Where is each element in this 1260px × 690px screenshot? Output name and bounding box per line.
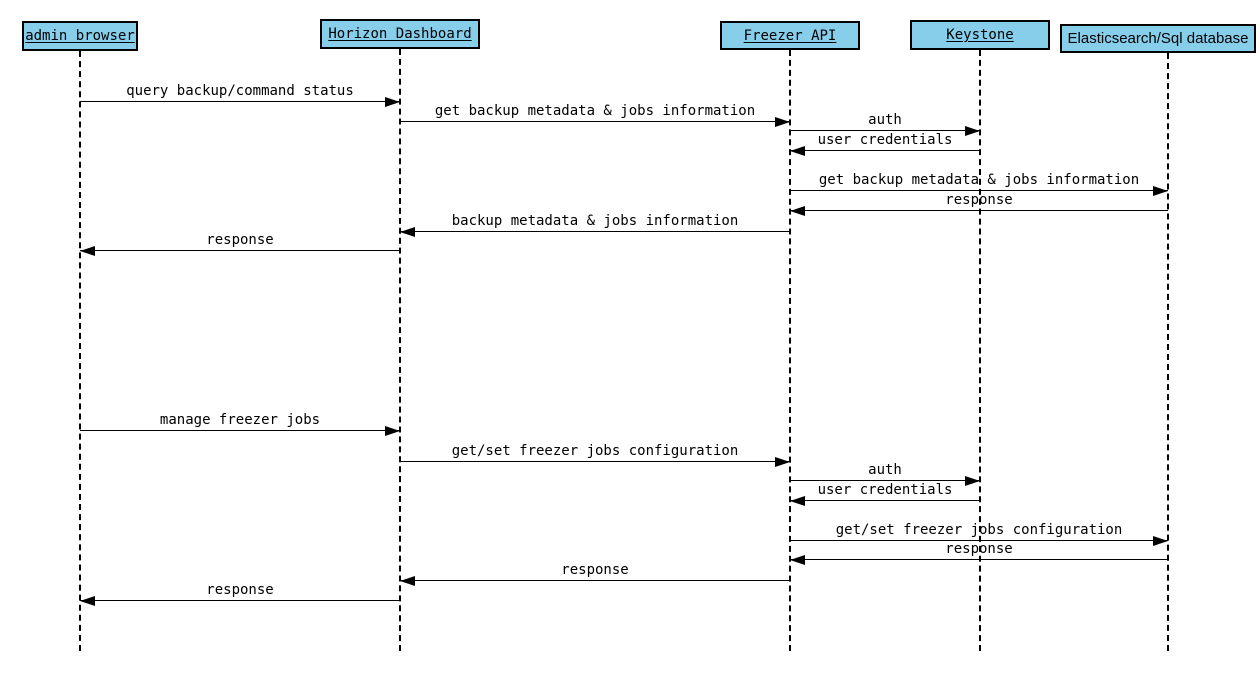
arrowhead-left-icon xyxy=(790,555,805,565)
arrowhead-right-icon xyxy=(965,476,980,486)
actor-box-admin-browser: admin browser xyxy=(22,21,138,51)
message-label-user-credentials: user credentials xyxy=(817,132,953,148)
lifeline-freezer-api xyxy=(789,50,791,651)
message-line-auth xyxy=(790,130,980,131)
message-label-manage-freezer-jobs: manage freezer jobs xyxy=(159,412,321,428)
lifeline-horizon-dashboard xyxy=(399,49,401,651)
message-label-get-set-freezer-jobs-configuration: get/set freezer jobs configuration xyxy=(451,443,739,459)
arrowhead-left-icon xyxy=(80,246,95,256)
message-label-response: response xyxy=(206,232,274,248)
lifeline-admin-browser xyxy=(79,51,81,651)
message-line-query-backup-command-status xyxy=(80,101,400,102)
actor-label: Horizon Dashboard xyxy=(328,26,472,42)
message-label-auth: auth xyxy=(868,462,902,478)
actor-box-horizon-dashboard: Horizon Dashboard xyxy=(320,19,480,49)
arrowhead-left-icon xyxy=(80,596,95,606)
message-line-get-backup-metadata-jobs-information xyxy=(400,121,790,122)
lifeline-elasticsearch-sql-database xyxy=(1167,53,1169,651)
arrowhead-right-icon xyxy=(1153,536,1168,546)
message-line-get-backup-metadata-jobs-information xyxy=(790,190,1168,191)
arrowhead-left-icon xyxy=(790,496,805,506)
lifeline-keystone xyxy=(979,50,981,651)
actor-label: Keystone xyxy=(946,27,1014,43)
actor-label: admin browser xyxy=(25,28,135,44)
message-label-get-backup-metadata-jobs-information: get backup metadata & jobs information xyxy=(818,172,1140,188)
arrowhead-left-icon xyxy=(400,227,415,237)
message-line-user-credentials xyxy=(790,150,980,151)
message-line-backup-metadata-jobs-information xyxy=(400,231,790,232)
message-label-get-backup-metadata-jobs-information: get backup metadata & jobs information xyxy=(434,103,756,119)
message-label-get-set-freezer-jobs-configuration: get/set freezer jobs configuration xyxy=(835,522,1123,538)
message-label-response: response xyxy=(945,541,1013,557)
arrowhead-right-icon xyxy=(775,457,790,467)
arrowhead-right-icon xyxy=(385,97,400,107)
message-label-user-credentials: user credentials xyxy=(817,482,953,498)
message-line-response xyxy=(790,210,1168,211)
arrowhead-right-icon xyxy=(965,126,980,136)
arrowhead-right-icon xyxy=(1153,186,1168,196)
message-label-response: response xyxy=(945,192,1013,208)
message-line-manage-freezer-jobs xyxy=(80,430,400,431)
arrowhead-left-icon xyxy=(400,576,415,586)
message-line-auth xyxy=(790,480,980,481)
message-line-response xyxy=(790,559,1168,560)
message-label-backup-metadata-jobs-information: backup metadata & jobs information xyxy=(451,213,739,229)
actor-label: Elasticsearch/Sql database xyxy=(1067,30,1249,47)
arrowhead-left-icon xyxy=(790,206,805,216)
message-line-response xyxy=(400,580,790,581)
message-label-query-backup-command-status: query backup/command status xyxy=(126,83,354,99)
message-label-response: response xyxy=(206,582,274,598)
message-line-response xyxy=(80,250,400,251)
actor-box-keystone: Keystone xyxy=(910,20,1050,50)
actor-box-freezer-api: Freezer API xyxy=(720,21,860,50)
actor-box-elasticsearch-sql-database: Elasticsearch/Sql database xyxy=(1060,24,1256,53)
message-label-response: response xyxy=(561,562,629,578)
arrowhead-left-icon xyxy=(790,146,805,156)
message-line-response xyxy=(80,600,400,601)
actor-label: Freezer API xyxy=(743,27,837,44)
message-line-get-set-freezer-jobs-configuration xyxy=(790,540,1168,541)
message-line-user-credentials xyxy=(790,500,980,501)
arrowhead-right-icon xyxy=(385,426,400,436)
arrowhead-right-icon xyxy=(775,117,790,127)
message-line-get-set-freezer-jobs-configuration xyxy=(400,461,790,462)
message-label-auth: auth xyxy=(868,112,902,128)
